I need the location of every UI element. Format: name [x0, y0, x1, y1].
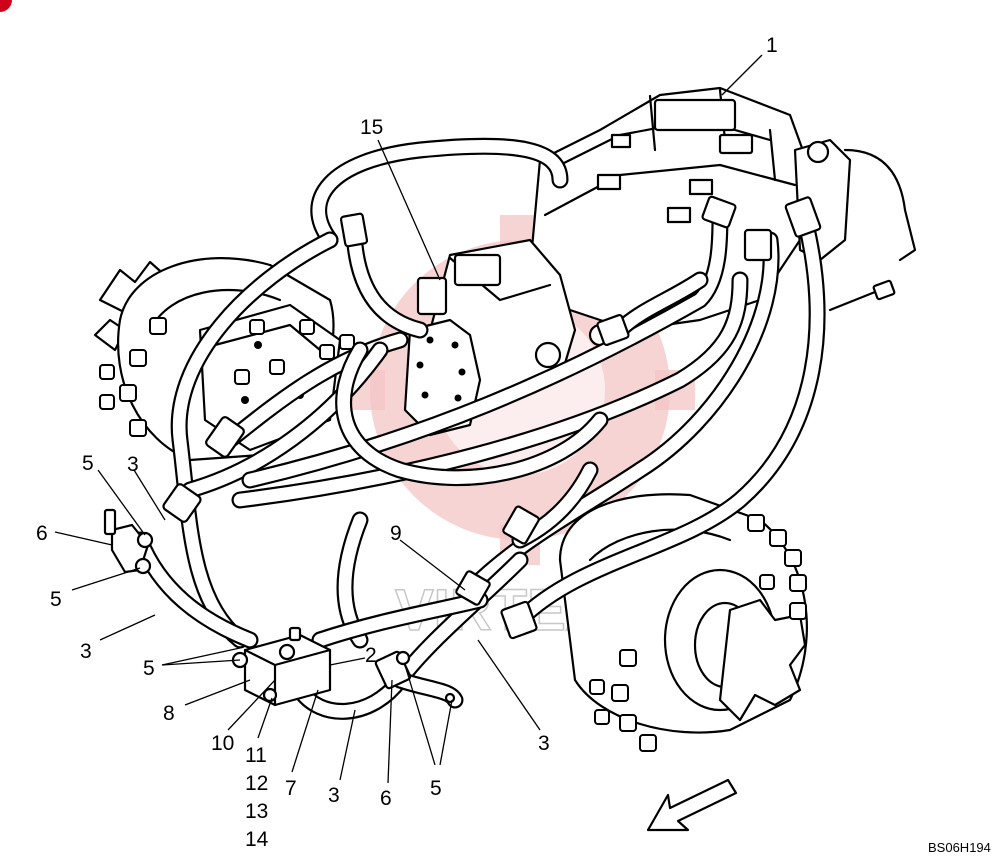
callout-10: 10: [211, 732, 234, 755]
right-motor-bolts: [589, 514, 807, 752]
hose-fittings: [103, 195, 822, 707]
callout-3: 3: [328, 784, 340, 807]
callout-3: 3: [127, 453, 139, 476]
callout-6: 6: [36, 522, 48, 545]
callout-3: 3: [80, 640, 92, 663]
callout-2: 2: [365, 644, 377, 667]
callout-9: 9: [390, 522, 402, 545]
callout-5: 5: [50, 588, 62, 611]
corner-marker: [0, 0, 12, 12]
callout-5: 5: [430, 777, 442, 800]
callout-14: 14: [245, 828, 269, 851]
callout-8: 8: [163, 702, 175, 725]
callout-12: 12: [245, 772, 268, 795]
callout-7: 7: [285, 777, 297, 800]
direction-arrow: [646, 778, 738, 832]
callout-3: 3: [538, 732, 550, 755]
callout-6: 6: [380, 787, 392, 810]
callout-5: 5: [82, 452, 94, 475]
callout-5: 5: [143, 657, 155, 680]
leader-lines: [54, 54, 763, 784]
hydraulic-hoses: [131, 137, 826, 720]
left-motor-bolts: [99, 317, 355, 437]
drawing-code: BS06H194: [928, 840, 991, 855]
callout-11: 11: [245, 744, 267, 767]
callout-15: 15: [360, 116, 383, 139]
pump-assembly: [403, 86, 917, 437]
callout-1: 1: [766, 34, 778, 57]
callout-13: 13: [245, 800, 268, 823]
